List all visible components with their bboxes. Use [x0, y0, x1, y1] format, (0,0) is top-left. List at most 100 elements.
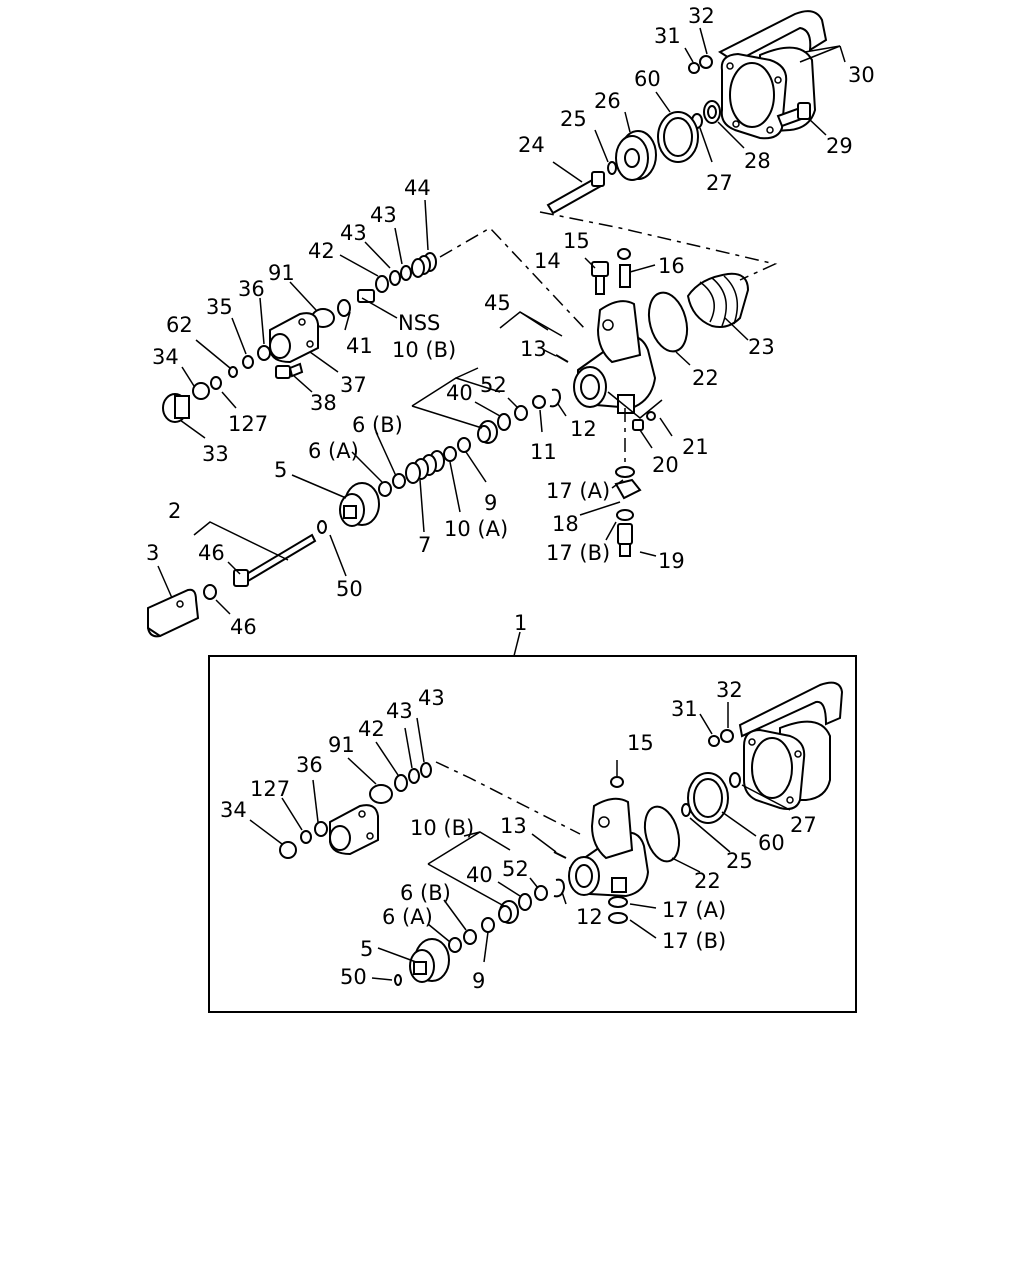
lower-snap-ring-12: [553, 878, 566, 898]
lower-ring-6b: [463, 929, 477, 945]
lower-label-127: 127: [250, 777, 290, 801]
lower-ring-6a: [448, 937, 462, 953]
lower-label-15: 15: [627, 731, 654, 755]
lower-label-25: 25: [726, 849, 753, 873]
label-14: 14: [534, 249, 561, 273]
lower-cover: [329, 804, 379, 856]
nipple-16: [619, 264, 631, 288]
label-91: 91: [268, 261, 295, 285]
lower-callout-labels: 32 31 43 43 42 91 15 36 127 34 27 60 25 …: [220, 678, 817, 993]
lower-label-22: 22: [694, 869, 721, 893]
label-18: 18: [552, 512, 579, 536]
lower-label-17b: 17 (B): [662, 929, 726, 953]
lower-label-17a: 17 (A): [662, 898, 726, 922]
lower-oring-50: [394, 974, 402, 986]
upper-exploded-view: 32 31 30 60 26 25 24 29 28 27 44 43 43 4…: [146, 4, 875, 639]
lower-label-43b: 43: [386, 699, 413, 723]
valve-41: [337, 289, 375, 317]
bolt-29: [776, 102, 811, 128]
upper-callout-labels: 32 31 30 60 26 25 24 29 28 27 44 43 43 4…: [146, 4, 875, 639]
label-60: 60: [634, 67, 661, 91]
lower-piston-5: [409, 938, 450, 983]
seal-10a: [443, 446, 457, 462]
spring-7: [405, 450, 445, 484]
label-15: 15: [563, 229, 590, 253]
ring-62: [228, 366, 238, 378]
lower-ring-43b: [408, 768, 420, 784]
pin-13: [555, 354, 569, 363]
label-34: 34: [152, 345, 179, 369]
label-38: 38: [310, 391, 337, 415]
piston-5: [339, 482, 380, 527]
lower-label-91: 91: [328, 733, 355, 757]
lower-ring-43a: [420, 762, 432, 778]
label-50: 50: [336, 577, 363, 601]
label-9: 9: [484, 491, 497, 515]
label-29: 29: [826, 134, 853, 158]
seal-60: [657, 111, 699, 163]
label-10b: 10 (B): [392, 338, 456, 362]
label-10a: 10 (A): [444, 517, 508, 541]
lower-label-43a: 43: [418, 686, 445, 710]
label-36: 36: [238, 277, 265, 301]
ring-35: [242, 355, 254, 369]
air-chamber-30: [718, 10, 828, 140]
clevis-3: [147, 588, 200, 638]
lower-ring-31: [708, 735, 720, 747]
label-17a: 17 (A): [546, 479, 610, 503]
lower-label-50: 50: [340, 965, 367, 989]
label-25: 25: [560, 107, 587, 131]
lower-air-chamber: [738, 681, 844, 810]
lower-label-13: 13: [500, 814, 527, 838]
cover-37: [269, 312, 319, 364]
oring-50: [317, 520, 327, 534]
lower-label-12: 12: [576, 905, 603, 929]
lower-ring-32: [720, 729, 734, 743]
block-18: [614, 478, 642, 500]
lower-label-31: 31: [671, 697, 698, 721]
plug-14: [591, 261, 609, 295]
label-assembly-1: 1: [514, 611, 527, 635]
label-26: 26: [594, 89, 621, 113]
label-2: 2: [168, 499, 181, 523]
lower-ring-40: [518, 893, 532, 911]
label-62: 62: [166, 313, 193, 337]
label-5: 5: [274, 458, 287, 482]
ring-32: [699, 55, 713, 69]
lower-label-27: 27: [790, 813, 817, 837]
label-3: 3: [146, 541, 159, 565]
ring-127: [210, 376, 222, 390]
label-43a: 43: [370, 203, 397, 227]
lower-label-32: 32: [716, 678, 743, 702]
ring-6a: [378, 481, 392, 497]
washer-34: [192, 382, 210, 400]
lower-axis-lines: [435, 761, 581, 835]
label-46a: 46: [198, 541, 225, 565]
lower-ring-9: [481, 917, 495, 933]
upper-leader-lines: [157, 27, 846, 615]
lower-ring-25: [681, 803, 691, 817]
ring-9: [457, 437, 471, 453]
washer-17a: [615, 466, 635, 478]
rod-2: [233, 533, 317, 587]
lower-seal-10b: [498, 900, 519, 924]
lower-washer-17b: [608, 912, 628, 924]
label-40: 40: [446, 381, 473, 405]
lower-assembly-view: 32 31 43 43 42 91 15 36 127 34 27 60 25 …: [208, 655, 857, 1013]
lower-ring-52: [534, 885, 548, 901]
nut-46: [203, 584, 217, 600]
lower-leader-lines: [249, 702, 791, 981]
ring-25: [607, 161, 617, 175]
ring-40: [497, 413, 511, 431]
label-37: 37: [340, 373, 367, 397]
label-42: 42: [308, 239, 335, 263]
label-46b: 46: [230, 615, 257, 639]
lower-oring-91: [369, 784, 393, 804]
lower-label-6b: 6 (B): [400, 881, 451, 905]
label-30: 30: [848, 63, 875, 87]
ring-43a: [400, 265, 412, 281]
label-nss: NSS: [398, 311, 440, 335]
oring-22: [647, 291, 689, 353]
ring-11: [532, 395, 546, 409]
